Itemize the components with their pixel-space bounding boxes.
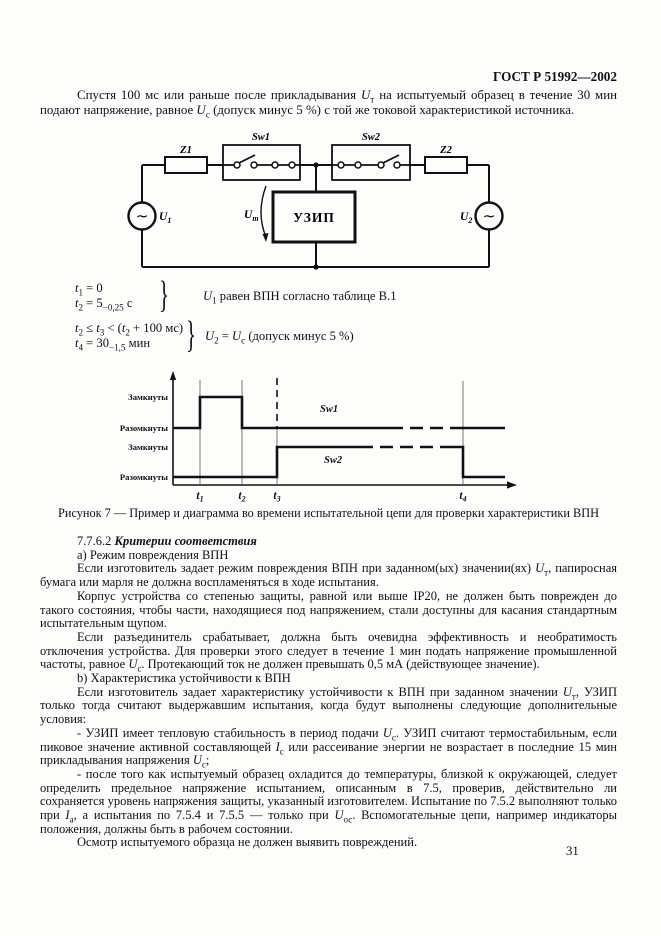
svg-text:t1: t1 <box>196 490 203 504</box>
svg-text:Z2: Z2 <box>439 145 452 156</box>
page-number: 31 <box>566 844 579 858</box>
svg-text:Uт: Uт <box>244 209 259 223</box>
svg-text:t2: t2 <box>238 490 245 504</box>
paragraph: Если изготовитель задает характеристику … <box>40 684 617 727</box>
sw1-waveform <box>173 395 505 430</box>
impedance-z2: Z2 <box>424 145 468 174</box>
brace-group2: } <box>186 314 197 356</box>
junction-dot-top <box>313 162 319 168</box>
circuit-diagram: Z1 Z2 Sw1 Sw2 <box>127 132 504 270</box>
svg-text:УЗИП: УЗИП <box>293 210 335 225</box>
axes <box>172 378 510 486</box>
series-labels: Sw1 Sw2 <box>320 404 343 466</box>
timing-formulas: t1 = 0 t2 = 5−0,25 с } U1 равен ВПН согл… <box>73 276 593 371</box>
paragraph: Осмотр испытуемого образца не должен выя… <box>77 835 418 850</box>
switch-sw1: Sw1 <box>222 132 301 181</box>
sw2-waveform <box>173 445 505 479</box>
timing-diagram: Замкнуты Разомкнуты Замкнуты Разомкнуты … <box>120 371 517 504</box>
paragraph: Корпус устройства со степенью защиты, ра… <box>40 588 617 631</box>
impedance-z1: Z1 <box>164 145 208 174</box>
svg-text:Sw2: Sw2 <box>362 132 381 143</box>
formula-t1: t1 = 0 <box>75 281 103 298</box>
svg-text:t4: t4 <box>459 490 466 504</box>
svg-text:Замкнуты: Замкнуты <box>128 392 168 402</box>
formula-note2: U2 = Uс (допуск минус 5 %) <box>205 329 354 346</box>
intro-paragraph: Спустя 100 мс или раньше после прикладыв… <box>40 88 618 121</box>
paragraph: 7.7.6.2 Критерии соответствия <box>77 534 257 548</box>
y-axis-arrow <box>169 371 177 380</box>
svg-text:Sw2: Sw2 <box>324 455 343 466</box>
svg-text:∼: ∼ <box>483 209 496 225</box>
junction-dot-bottom <box>313 264 319 270</box>
svg-text:Sw1: Sw1 <box>320 404 338 415</box>
svg-text:Разомкнуты: Разомкнуты <box>120 423 168 433</box>
time-tick-labels: t1 t2 t3 t4 <box>196 490 466 504</box>
formula-t4: t4 = 30−1,5 мин <box>75 336 151 353</box>
formula-note1: U1 равен ВПН согласно таблице В.1 <box>203 289 397 306</box>
svg-text:U2: U2 <box>460 211 472 225</box>
svg-text:Z1: Z1 <box>179 145 192 156</box>
ut-voltage-arrow: Uт <box>244 185 269 242</box>
svg-text:t3: t3 <box>273 490 280 504</box>
paragraph: - УЗИП имеет тепловую стабильность в пер… <box>40 725 617 770</box>
paragraph: - после того как испытуемый образец охла… <box>40 766 617 836</box>
brace-group1: } <box>159 274 170 316</box>
state-labels: Замкнуты Разомкнуты Замкнуты Разомкнуты <box>120 392 168 482</box>
svg-text:Разомкнуты: Разомкнуты <box>120 472 168 482</box>
svg-text:Sw1: Sw1 <box>252 132 270 143</box>
source-u1: ∼ U1 <box>127 201 171 231</box>
uzip-device-box: УЗИП <box>271 190 357 244</box>
page-header: ГОСТ Р 51992—2002 <box>493 69 617 84</box>
paragraph: а) Режим повреждения ВПН <box>77 547 229 562</box>
source-u2: ∼ U2 <box>460 201 504 231</box>
paragraph: Если разъединитель срабатывает, должна б… <box>40 629 617 674</box>
svg-text:Замкнуты: Замкнуты <box>128 442 168 452</box>
formula-t3: t2 ≤ t3 < (t2 + 100 мс) <box>75 321 184 338</box>
svg-text:∼: ∼ <box>136 209 149 225</box>
paragraph: Если изготовитель задает режим поврежден… <box>40 561 617 590</box>
svg-text:U1: U1 <box>159 211 171 225</box>
formula-t2: t2 = 5−0,25 с <box>75 296 133 313</box>
switch-sw2: Sw2 <box>331 132 411 181</box>
figure-caption: Рисунок 7 — Пример и диаграмма во времен… <box>58 506 599 520</box>
paragraph: b) Характеристика устойчивости к ВПН <box>77 671 291 686</box>
intro-paragraph-block: Спустя 100 мс или раньше после прикладыв… <box>40 88 618 121</box>
x-axis-arrow <box>507 481 517 489</box>
